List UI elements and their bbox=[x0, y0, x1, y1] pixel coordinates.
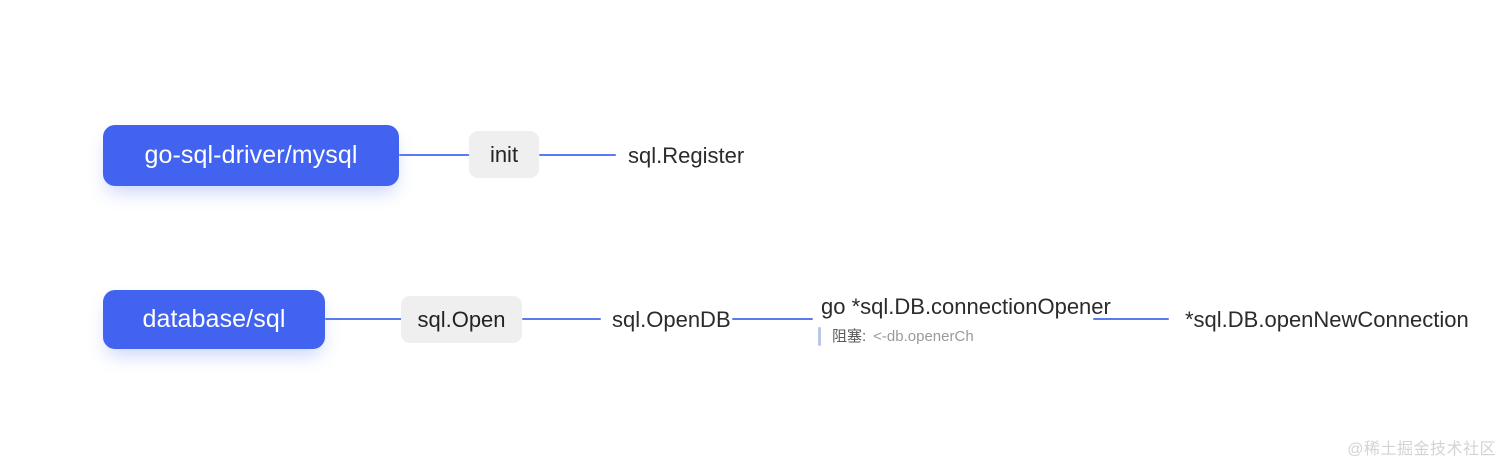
watermark: @稀土掘金技术社区 bbox=[1347, 441, 1496, 458]
node-label: init bbox=[489, 141, 519, 167]
annotation-value: <-db.openerCh bbox=[873, 328, 974, 345]
node-label: database/sql bbox=[142, 305, 286, 333]
node-sql-open[interactable]: sql.Open bbox=[401, 296, 522, 343]
connector-driver-to-init bbox=[399, 154, 470, 156]
connector-init-to-sql-register bbox=[539, 154, 616, 156]
node-label: go-sql-driver/mysql bbox=[144, 141, 358, 169]
node-go-sql-driver-mysql[interactable]: go-sql-driver/mysql bbox=[103, 125, 399, 186]
connector-sql-open-to-sql-opendb bbox=[522, 318, 601, 320]
connector-connection-opener-to-open-new-connection bbox=[1093, 318, 1169, 320]
node-open-new-connection[interactable]: *sql.DB.openNewConnection bbox=[1185, 307, 1469, 332]
connector-sql-opendb-to-connection-opener bbox=[732, 318, 813, 320]
annotation-blocking: 阻塞: <-db.openerCh bbox=[818, 327, 974, 346]
node-connection-opener[interactable]: go *sql.DB.connectionOpener bbox=[821, 294, 1111, 319]
annotation-label: 阻塞: bbox=[832, 328, 867, 345]
connector-database-to-sql-open bbox=[325, 318, 402, 320]
node-sql-opendb[interactable]: sql.OpenDB bbox=[612, 307, 731, 332]
node-init[interactable]: init bbox=[469, 131, 539, 178]
annotation-accent-bar bbox=[818, 327, 821, 346]
node-database-sql[interactable]: database/sql bbox=[103, 290, 325, 349]
node-sql-register[interactable]: sql.Register bbox=[628, 143, 745, 168]
node-label: sql.Open bbox=[417, 306, 506, 332]
